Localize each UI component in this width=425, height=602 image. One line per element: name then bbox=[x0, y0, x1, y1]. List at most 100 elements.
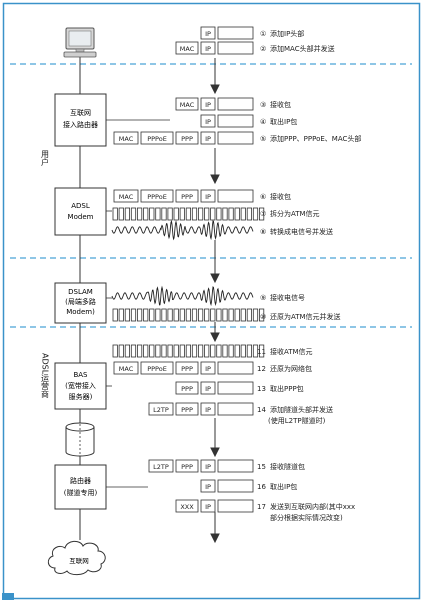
atm-cell bbox=[240, 344, 246, 358]
atm-cell bbox=[204, 207, 210, 221]
atm-cell bbox=[234, 207, 240, 221]
atm-cell bbox=[191, 344, 198, 358]
atm-cell bbox=[246, 207, 252, 221]
svg-text:IP: IP bbox=[205, 503, 211, 511]
step-labels: ① 添加IP头部 ② 添加MAC头部并发送 ③ 接收包 ④ 取出IP包 ⑤ 添加… bbox=[257, 29, 361, 522]
atm-cell bbox=[210, 308, 216, 322]
atm-cell bbox=[112, 308, 118, 322]
atm-cell bbox=[149, 344, 155, 358]
atm-cell bbox=[167, 308, 173, 322]
signal-waveform bbox=[111, 220, 254, 241]
step-14-num: 14 bbox=[257, 406, 266, 414]
step-9-num: ⑨ bbox=[260, 294, 266, 302]
svg-text:MAC: MAC bbox=[119, 193, 134, 201]
step-14-note: (使用L2TP隧道时) bbox=[268, 416, 326, 425]
step-15-num: 15 bbox=[257, 463, 266, 471]
svg-text:L2TP: L2TP bbox=[153, 406, 169, 414]
atm-cell bbox=[130, 308, 137, 322]
svg-text:L2TP: L2TP bbox=[153, 463, 169, 471]
step-3-text: 接收包 bbox=[270, 100, 291, 109]
atm-cell bbox=[143, 207, 149, 221]
atm-cell bbox=[161, 344, 167, 358]
step-5-num: ⑤ bbox=[260, 135, 266, 143]
svg-text:IP: IP bbox=[205, 45, 211, 53]
atm-cells-step-7 bbox=[112, 207, 265, 221]
svg-text:PPP: PPP bbox=[181, 385, 193, 393]
frame-corner-marker bbox=[2, 593, 14, 600]
svg-text:PPPoE: PPPoE bbox=[147, 365, 167, 373]
svg-text:PPP: PPP bbox=[181, 135, 193, 143]
svg-text:接入路由器: 接入路由器 bbox=[63, 120, 98, 129]
svg-text:MAC: MAC bbox=[119, 365, 134, 373]
packet-step-5: MAC PPPoE PPP IP bbox=[113, 131, 254, 145]
atm-cell bbox=[112, 207, 118, 221]
step-4-num: ④ bbox=[260, 118, 266, 126]
atm-cell bbox=[173, 207, 179, 221]
svg-text:IP: IP bbox=[205, 385, 211, 393]
atm-cell bbox=[161, 207, 167, 221]
atm-cell bbox=[143, 308, 149, 322]
step-13-text: 取出PPP包 bbox=[270, 384, 304, 393]
atm-cell bbox=[240, 207, 246, 221]
step-17-num: 17 bbox=[257, 503, 266, 511]
step-12-num: 12 bbox=[257, 365, 266, 373]
svg-text:Modem: Modem bbox=[68, 213, 94, 221]
svg-text:PPP: PPP bbox=[181, 365, 193, 373]
signal-waveform bbox=[111, 285, 254, 307]
step-17-text: 发送到互联网内部(其中xxx bbox=[270, 502, 355, 511]
atm-cell bbox=[252, 308, 259, 322]
atm-cell bbox=[197, 308, 204, 322]
atm-cell bbox=[167, 207, 173, 221]
atm-cell bbox=[179, 344, 185, 358]
signal-wave-step-9 bbox=[111, 285, 254, 307]
atm-cell bbox=[246, 308, 252, 322]
flow-arrows bbox=[210, 58, 220, 544]
atm-cell bbox=[222, 308, 228, 322]
step-7-num: ⑦ bbox=[260, 210, 266, 218]
atm-cell bbox=[228, 207, 234, 221]
svg-text:MAC: MAC bbox=[180, 45, 195, 53]
device-router: 互联网 接入路由器 bbox=[54, 93, 107, 147]
device-bas: BAS (宽带接入 服务器) bbox=[54, 362, 107, 410]
svg-text:互联网: 互联网 bbox=[70, 108, 91, 117]
atm-cell bbox=[222, 344, 228, 358]
atm-cell bbox=[210, 344, 216, 358]
atm-cell bbox=[136, 207, 143, 221]
atm-cell bbox=[197, 344, 204, 358]
atm-cell bbox=[204, 308, 210, 322]
packet-step-4: IP bbox=[200, 114, 254, 128]
atm-cells-step-11 bbox=[112, 344, 265, 358]
step-11-num: 11 bbox=[257, 348, 266, 356]
atm-cell bbox=[216, 344, 222, 358]
svg-text:BAS: BAS bbox=[73, 371, 88, 379]
atm-cell bbox=[130, 344, 137, 358]
svg-text:MAC: MAC bbox=[119, 135, 134, 143]
svg-text:MAC: MAC bbox=[180, 101, 195, 109]
section-separators bbox=[10, 63, 412, 328]
atm-cell bbox=[185, 344, 191, 358]
atm-cells-step-10 bbox=[112, 308, 265, 322]
step-16-num: 16 bbox=[257, 483, 266, 491]
step-12-text: 还原为网络包 bbox=[270, 364, 312, 373]
outer-frame bbox=[2, 2, 421, 600]
svg-text:服务器): 服务器) bbox=[69, 392, 93, 401]
atm-cell bbox=[124, 308, 130, 322]
step-2-text: 添加MAC头部并发送 bbox=[270, 44, 335, 53]
atm-cell bbox=[149, 308, 155, 322]
atm-cell bbox=[173, 344, 179, 358]
svg-text:IP: IP bbox=[205, 483, 211, 491]
atm-cell bbox=[179, 207, 185, 221]
signal-wave-step-8 bbox=[111, 220, 254, 241]
atm-cell bbox=[228, 344, 234, 358]
atm-cell bbox=[143, 344, 149, 358]
atm-cell bbox=[252, 207, 259, 221]
step-6-text: 接收包 bbox=[270, 192, 291, 201]
svg-text:Modem): Modem) bbox=[66, 308, 95, 316]
svg-text:互联网: 互联网 bbox=[69, 556, 89, 565]
atm-cell bbox=[124, 207, 130, 221]
svg-text:ADSL: ADSL bbox=[71, 202, 90, 210]
svg-text:XXX: XXX bbox=[180, 503, 194, 511]
step-3-num: ③ bbox=[260, 101, 266, 109]
zone-label-user: 用户 bbox=[41, 150, 50, 167]
